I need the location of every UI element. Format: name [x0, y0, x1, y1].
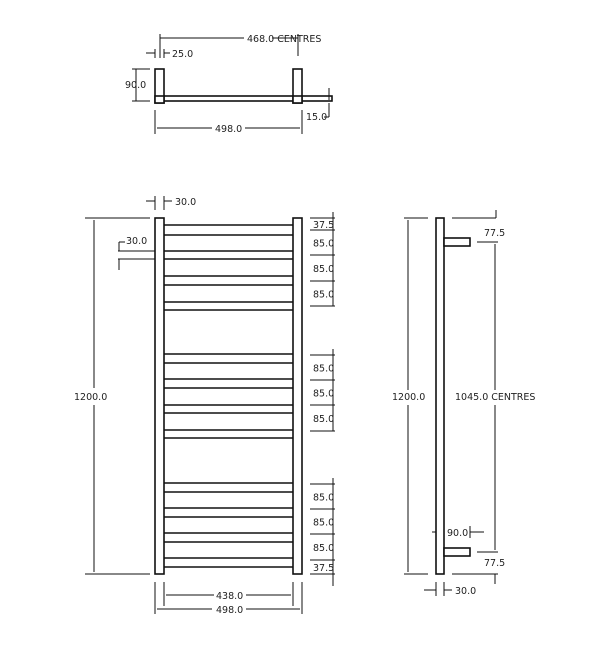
top-view: 468.0 CENTRES 25.0 90.0 498.0 15.0	[125, 34, 333, 135]
front-rail-width-label: 30.0	[175, 197, 196, 208]
bar-spacing-dimensions: 37.5 85.0 85.0 85.0 85.0 85.0 85.0 85.0 85.0 85.0…	[310, 212, 335, 586]
side-bottom-bracket	[443, 547, 471, 557]
bar-spacing-label: 85.0	[313, 414, 334, 425]
bar-spacing-label: 85.0	[313, 389, 334, 400]
side-bracket-depth-label: 90.0	[447, 528, 468, 539]
front-height-label: 1200.0	[74, 392, 107, 403]
top-depth-label: 90.0	[125, 80, 146, 91]
front-bar-offset-label: 30.0	[126, 236, 147, 247]
side-bottom-offset-label: 77.5	[484, 558, 505, 569]
top-bar	[163, 95, 294, 102]
bar-spacing-label: 37.5	[313, 563, 334, 574]
side-rail	[435, 217, 445, 575]
bar-spacing-label: 85.0	[313, 493, 334, 504]
front-view: 30.0 30.0 1200.0 438.0 498.0 37.5 85.0 85.…	[74, 196, 335, 616]
top-width-label: 498.0	[215, 124, 242, 135]
top-wall-bar	[301, 95, 333, 102]
bar-spacing-label: 85.0	[313, 290, 334, 301]
front-left-rail	[154, 217, 165, 575]
bar-spacing-label: 85.0	[313, 264, 334, 275]
bar-spacing-label: 85.0	[313, 543, 334, 554]
side-rail-width-label: 30.0	[455, 586, 476, 597]
bar-spacing-label: 85.0	[313, 518, 334, 529]
side-view: 1200.0 77.5 1045.0 CENTRES 77.5 90.0 30.…	[392, 210, 535, 597]
side-centres-label: 1045.0 CENTRES	[455, 392, 535, 403]
front-inner-width-label: 438.0	[216, 591, 243, 602]
top-centres-label: 468.0 CENTRES	[247, 34, 321, 45]
top-rail-width-label: 25.0	[172, 49, 193, 60]
bar-spacing-label: 37.5	[313, 220, 334, 231]
front-width-label: 498.0	[216, 605, 243, 616]
towel-bars	[164, 224, 293, 568]
side-top-offset-label: 77.5	[484, 228, 505, 239]
top-wall-offset-label: 15.0	[306, 112, 327, 123]
bar-spacing-label: 85.0	[313, 239, 334, 250]
side-height-label: 1200.0	[392, 392, 425, 403]
front-right-rail	[292, 217, 303, 575]
side-top-bracket	[443, 237, 471, 247]
bar-spacing-label: 85.0	[313, 364, 334, 375]
